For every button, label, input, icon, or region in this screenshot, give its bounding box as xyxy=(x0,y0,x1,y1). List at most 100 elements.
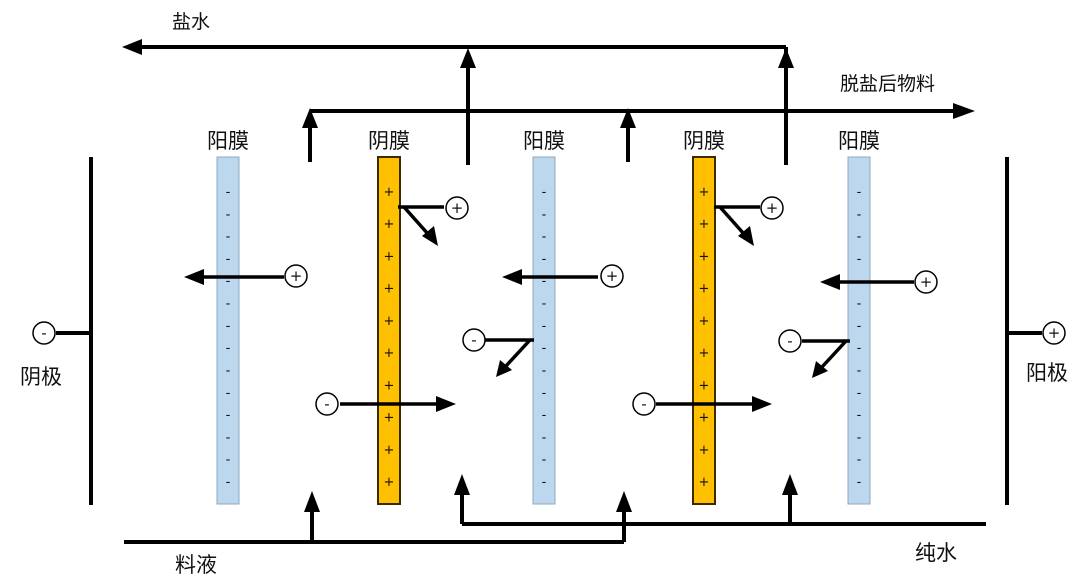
membranes: 阳膜 - - - - - - - - - - - - - - 阴膜 + + + + + + + + + + 阳膜 - - - - - - - - - -… xyxy=(207,129,880,505)
membrane-charge: - xyxy=(226,297,231,312)
svg-text:-: - xyxy=(41,324,46,342)
membrane-charge: + xyxy=(699,282,710,297)
pure-up-arrowhead-2 xyxy=(782,474,798,495)
membrane-charge: - xyxy=(542,475,547,490)
membrane-charge: - xyxy=(226,453,231,468)
pure-up-arrowhead-1 xyxy=(454,474,470,495)
membrane-charge: - xyxy=(857,453,862,468)
svg-text:-: - xyxy=(787,332,792,350)
membrane-charge: - xyxy=(857,475,862,490)
svg-text:+: + xyxy=(1048,324,1061,342)
pure-water-line xyxy=(460,494,986,526)
anion-ion: - xyxy=(632,392,656,416)
membrane-body xyxy=(532,156,556,505)
membrane-charge: + xyxy=(384,185,395,200)
membrane-body xyxy=(692,156,716,505)
anion-ion: - xyxy=(462,328,486,352)
feed-line xyxy=(124,512,626,544)
cathode-sign: - xyxy=(32,321,56,345)
desalted-label: 脱盐后物料 xyxy=(840,73,935,95)
brine-up-arrowhead-2 xyxy=(778,48,794,68)
membrane-charge: + xyxy=(699,314,710,329)
membrane-charge: + xyxy=(699,217,710,232)
membrane-charge: - xyxy=(542,274,547,289)
membrane-charge: - xyxy=(226,475,231,490)
svg-text:+: + xyxy=(290,267,303,285)
anion-ion: - xyxy=(778,329,802,353)
desalted-up-arrowhead-2 xyxy=(620,108,636,128)
membrane-charge: - xyxy=(857,363,862,378)
svg-text:-: - xyxy=(471,331,476,349)
membrane-charge: - xyxy=(857,207,862,222)
membrane-charge: - xyxy=(226,363,231,378)
membrane-body xyxy=(847,156,871,505)
ion-arrowheads xyxy=(184,226,840,412)
cation-ion: + xyxy=(914,270,938,294)
anode xyxy=(1005,157,1042,505)
membrane-charge: - xyxy=(542,230,547,245)
membrane-charge: - xyxy=(857,230,862,245)
membrane-charge: - xyxy=(857,185,862,200)
desalted-up-arrowhead-1 xyxy=(302,108,318,128)
membrane-charge: - xyxy=(226,341,231,356)
membrane-charge: + xyxy=(699,346,710,361)
membrane-charge: - xyxy=(542,408,547,423)
svg-text:-: - xyxy=(324,395,329,413)
membrane-label: 阳膜 xyxy=(207,129,249,153)
membrane-charge: - xyxy=(857,430,862,445)
membrane-charge: + xyxy=(699,249,710,264)
membrane-charge: - xyxy=(226,430,231,445)
cation-ion: + xyxy=(760,196,784,220)
membrane-label: 阴膜 xyxy=(683,129,725,153)
membrane-charge: - xyxy=(542,363,547,378)
anion-ion: - xyxy=(315,392,339,416)
membrane-3-cation: 阳膜-------------- xyxy=(523,129,565,505)
brine-out-arrowhead xyxy=(122,39,142,55)
membrane-charge: + xyxy=(384,249,395,264)
cation-ion: + xyxy=(445,196,469,220)
membrane-charge: - xyxy=(857,408,862,423)
membrane-charge: - xyxy=(542,386,547,401)
membrane-charge: - xyxy=(542,453,547,468)
feed-label: 料液 xyxy=(175,553,217,577)
membrane-charge: + xyxy=(384,346,395,361)
membrane-charge: - xyxy=(857,386,862,401)
membrane-5-cation: 阳膜-------------- xyxy=(838,129,880,505)
membrane-charge: + xyxy=(384,282,395,297)
membrane-charge: - xyxy=(226,386,231,401)
membrane-charge: - xyxy=(542,252,547,267)
desalted-out-arrowhead xyxy=(953,103,975,119)
anode-sign: + xyxy=(1042,321,1066,345)
membrane-2-anion: 阴膜++++++++++ xyxy=(368,129,410,505)
membrane-charge: - xyxy=(857,341,862,356)
membrane-charge: - xyxy=(542,185,547,200)
membrane-charge: - xyxy=(226,185,231,200)
membrane-charge: - xyxy=(542,341,547,356)
feed-up-arrowhead-2 xyxy=(616,491,632,512)
membrane-charge: - xyxy=(226,408,231,423)
membrane-charge: - xyxy=(542,319,547,334)
membrane-charge: + xyxy=(699,475,710,490)
svg-text:+: + xyxy=(451,199,464,217)
membrane-charge: + xyxy=(384,378,395,393)
desalted-line xyxy=(308,109,955,162)
membrane-charge: - xyxy=(542,297,547,312)
membrane-charge: + xyxy=(699,411,710,426)
membrane-charge: + xyxy=(699,378,710,393)
membrane-charge: + xyxy=(384,314,395,329)
membrane-charge: - xyxy=(226,252,231,267)
membrane-label: 阴膜 xyxy=(368,129,410,153)
brine-up-arrowhead-1 xyxy=(460,48,476,68)
membrane-label: 阳膜 xyxy=(523,129,565,153)
svg-text:+: + xyxy=(766,199,779,217)
membrane-charge: + xyxy=(384,217,395,232)
membrane-charge: - xyxy=(226,274,231,289)
ion-circles: + + + + + - - - - xyxy=(284,196,938,416)
svg-text:+: + xyxy=(606,267,619,285)
cation-ion: + xyxy=(600,264,624,288)
cathode xyxy=(56,157,93,505)
membrane-charge: + xyxy=(384,475,395,490)
membrane-charge: - xyxy=(857,297,862,312)
